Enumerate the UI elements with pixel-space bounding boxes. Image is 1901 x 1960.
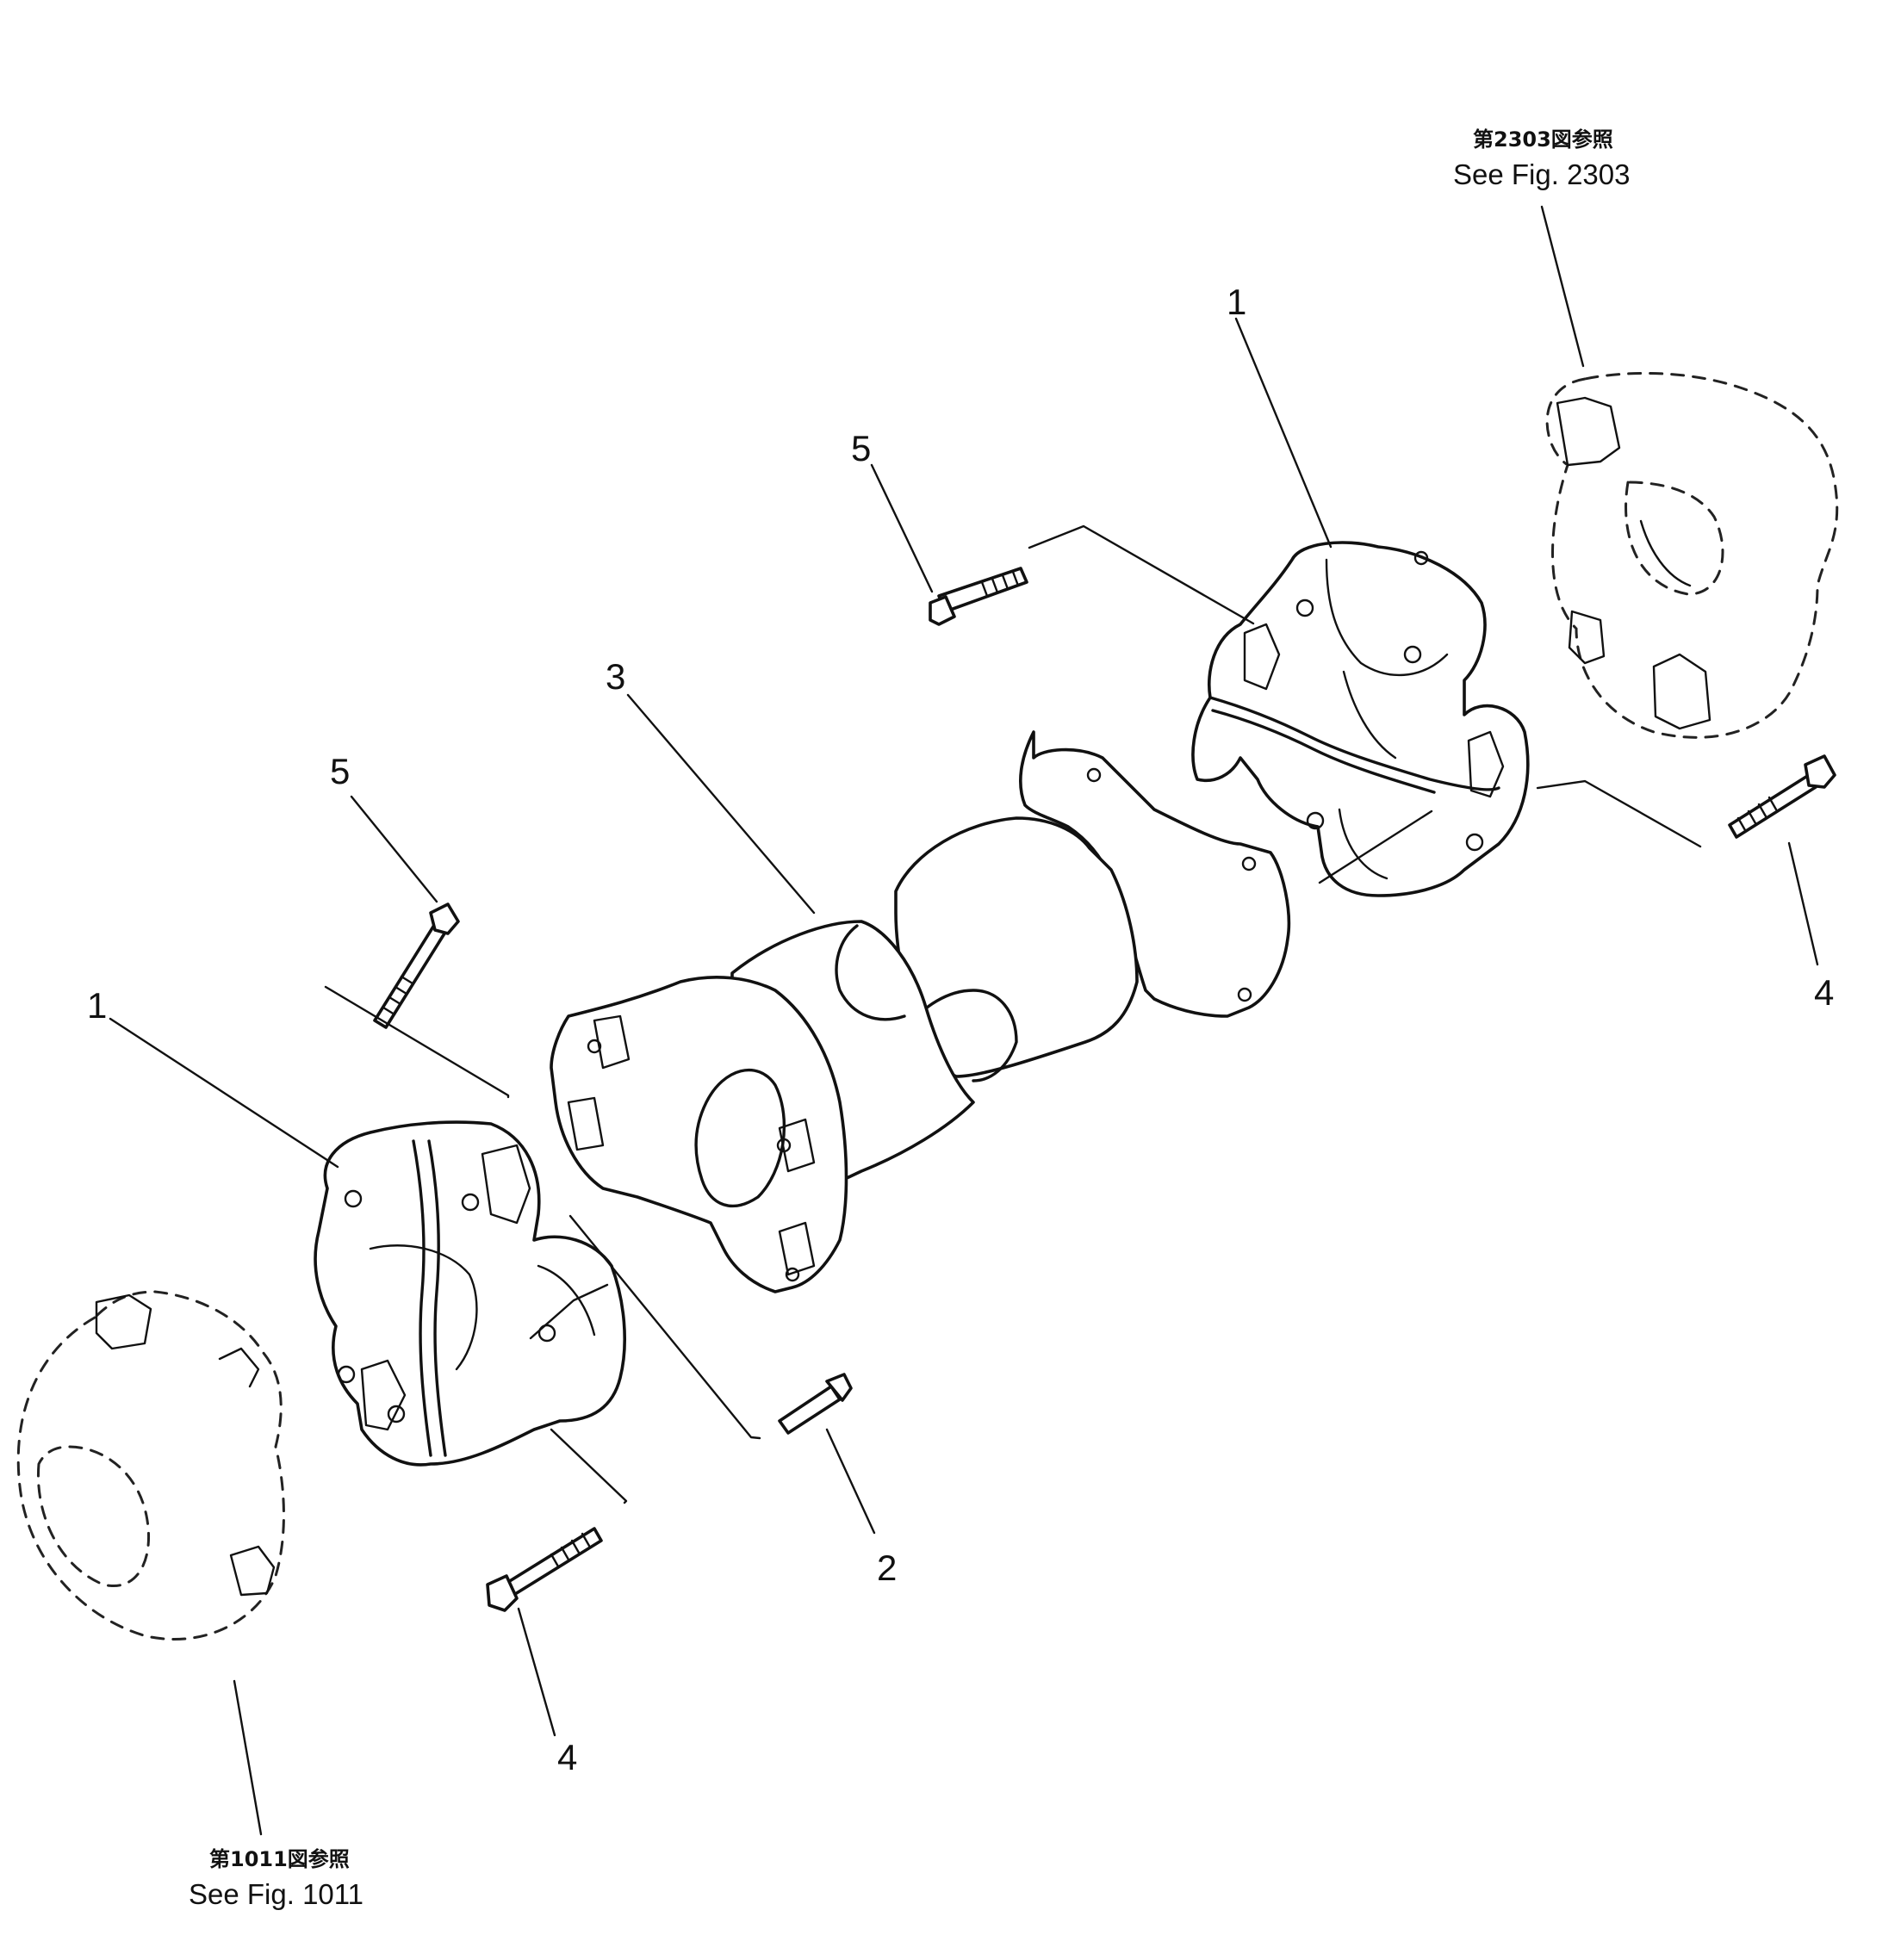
bolt-part-4-right <box>1728 754 1836 839</box>
callout-3: 3 <box>606 656 625 697</box>
universal-joint-lower-left <box>314 1120 626 1467</box>
callout-2: 2 <box>877 1548 897 1588</box>
grease-fitting-part-2 <box>778 1373 853 1435</box>
ref-top-en: See Fig. 2303 <box>1453 158 1630 190</box>
callout-1-upper: 1 <box>1227 282 1246 322</box>
bolt-part-5-upper <box>929 567 1028 626</box>
callout-1-left: 1 <box>87 985 107 1026</box>
bolt-part-5-left <box>373 902 460 1029</box>
ref-top-jp: 第2303図参照 <box>1473 127 1613 152</box>
left-mating-housing <box>16 1290 285 1641</box>
ref-bottom-jp: 第1011図参照 <box>209 1847 350 1871</box>
callout-5-upper: 5 <box>851 428 871 468</box>
callout-4-right: 4 <box>1814 972 1834 1013</box>
callout-5-left: 5 <box>330 751 350 791</box>
bolt-part-4-bottom <box>486 1527 603 1612</box>
callout-4-bottom: 4 <box>557 1737 577 1777</box>
assembly-lines <box>109 205 1819 1836</box>
drive-shaft-tube <box>550 730 1291 1293</box>
ref-bottom-en: See Fig. 1011 <box>189 1878 363 1910</box>
right-mating-housing <box>1545 371 1839 739</box>
universal-joint-upper-right <box>1191 541 1530 897</box>
